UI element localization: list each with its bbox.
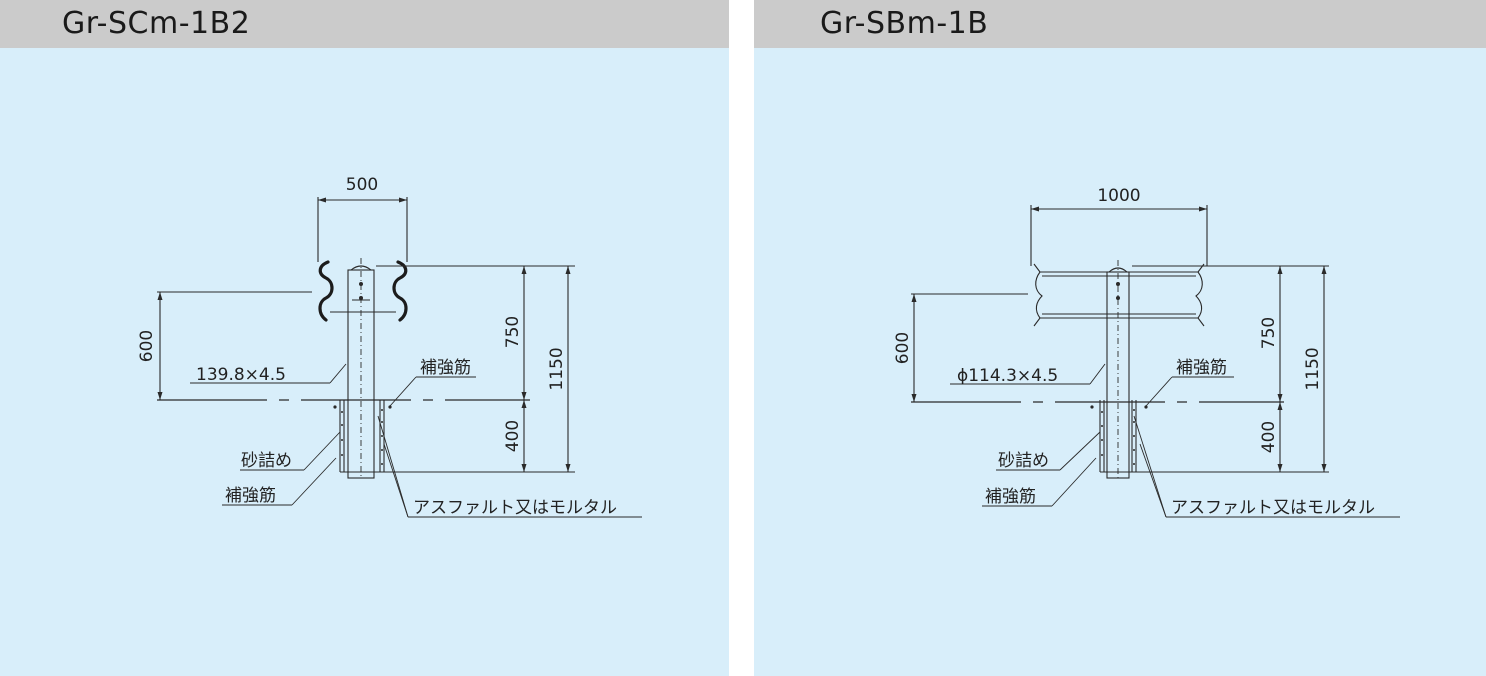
rebar-top-label: 補強筋 [420,358,471,378]
guardrail-diagram: 1000 [893,186,1400,518]
dim-above-ground-label: 750 [503,316,523,348]
annotation-post: 139.8×4.5 [190,363,347,385]
sand-label: 砂詰め [241,451,292,471]
annotation-sand: 砂詰め [240,431,341,471]
annotation-rebar-top: 補強筋 [1145,358,1234,407]
dimension-rail-width: 1000 [1030,186,1208,266]
dim-rail-width-label: 500 [346,175,378,195]
panel-title: Gr-SBm-1B [820,6,989,41]
post-spec-label: 139.8×4.5 [196,365,286,385]
rebar-top-label: 補強筋 [1176,358,1227,378]
dimension-rail-width: 500 [317,175,408,262]
panel-gr-scm-1b2: Gr-SCm-1B2 500 [0,0,729,676]
dim-embed-label: 400 [503,420,523,452]
asphalt-label: アスファルト又はモルタル [413,498,617,518]
dim-above-ground-label: 750 [1259,317,1279,349]
rebar-bottom-label: 補強筋 [985,487,1036,507]
panel-title: Gr-SCm-1B2 [62,6,251,41]
dimension-heights: 750 400 1150 [384,266,575,473]
foundation [1090,400,1148,473]
dim-total-label: 1150 [547,347,567,390]
panel-gr-sbm-1b: Gr-SBm-1B 1000 [754,0,1486,676]
foundation [333,400,392,473]
dim-embed-label: 400 [1259,421,1279,453]
guardrail-diagram: 500 [137,175,642,518]
post [1106,260,1130,479]
dimension-rail-height: 600 [893,293,1028,402]
post-spec-label: ϕ114.3×4.5 [957,366,1058,386]
post [347,258,375,479]
panel-header: Gr-SBm-1B [754,0,1486,48]
annotation-sand: 砂詰め [996,431,1101,471]
annotation-asphalt: アスファルト又はモルタル [377,415,642,518]
dim-rail-height-label: 600 [893,332,913,364]
annotation-rebar-bottom: 補強筋 [982,457,1097,507]
dimension-rail-height: 600 [137,291,312,400]
dim-total-label: 1150 [1303,347,1323,390]
annotation-asphalt: アスファルト又はモルタル [1133,415,1400,518]
annotation-post: ϕ114.3×4.5 [950,363,1106,386]
annotation-rebar-top: 補強筋 [389,358,476,407]
panel-header: Gr-SCm-1B2 [0,0,729,48]
w-beam-rail [1033,263,1329,327]
annotation-rebar-bottom: 補強筋 [222,457,337,506]
asphalt-label: アスファルト又はモルタル [1171,498,1375,518]
dim-rail-height-label: 600 [137,330,157,362]
sand-label: 砂詰め [998,451,1049,471]
rebar-bottom-label: 補強筋 [225,486,276,506]
dim-rail-width-label: 1000 [1097,186,1140,206]
w-beam-rail [318,260,575,322]
dimension-heights: 750 400 1150 [1136,266,1329,473]
